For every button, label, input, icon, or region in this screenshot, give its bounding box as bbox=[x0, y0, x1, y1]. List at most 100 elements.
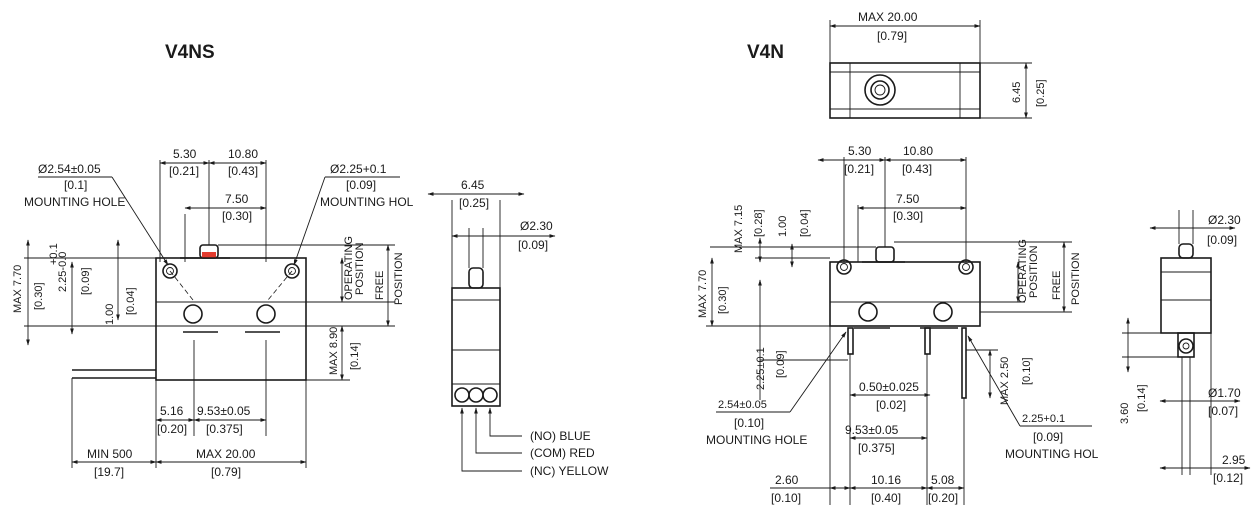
v4n-max250-mm: MAX 2.50 bbox=[999, 357, 1011, 405]
v4n-side-pin-mm: Ø2.30 bbox=[1208, 213, 1241, 227]
v4n-dims-left: MAX 7.15 [0.28] 1.00 [0.04] MAX 7.70 [0.… bbox=[697, 205, 876, 327]
v4ns-dims-left: MAX 7.70 [0.30] +0.1 2.25-0.0 [0.09] 1.0… bbox=[12, 239, 156, 346]
v4n-hole-right-dia: 2.25+0.1 bbox=[1022, 413, 1065, 425]
v4n-dim530-inch: [0.21] bbox=[844, 162, 874, 176]
v4ns-max890-mm: MAX 8.90 bbox=[328, 327, 340, 375]
v4n-free-2: POSITION bbox=[1070, 252, 1082, 305]
v4n-side-view: Ø2.30 [0.09] 3.60 [0.14] Ø1.70 [0.07] 2.… bbox=[1119, 210, 1251, 485]
v4n-dims-top: 5.30 [0.21] 10.80 [0.43] 7.50 [0.30] bbox=[817, 144, 967, 262]
v4n-front-view bbox=[829, 246, 981, 399]
v4n-side-pin-inch: [0.09] bbox=[1207, 233, 1237, 247]
title-v4ns: V4NS bbox=[165, 42, 215, 63]
v4ns-wire-nc: (NC) YELLOW bbox=[530, 464, 609, 478]
v4n-side-body bbox=[1160, 257, 1212, 334]
v4ns-dim-1080-inch: [0.43] bbox=[228, 164, 258, 178]
v4n-dim260-inch: [0.10] bbox=[771, 491, 801, 505]
v4ns-dim953-inch: [0.375] bbox=[206, 422, 243, 436]
v4ns-max770-inch: [0.30] bbox=[33, 282, 45, 310]
v4n-top-actuator bbox=[864, 74, 896, 106]
v4n-dim508-inch: [0.20] bbox=[928, 491, 958, 505]
v4ns-max2000-mm: MAX 20.00 bbox=[196, 447, 256, 461]
v4n-dim530-mm: 5.30 bbox=[848, 144, 872, 158]
v4ns-actuator-red-tip bbox=[202, 252, 216, 258]
v4n-top-view: MAX 20.00 [0.79] 6.45 [0.25] bbox=[829, 10, 1047, 119]
v4n-dim170-mm: Ø1.70 bbox=[1208, 386, 1241, 400]
v4n-hole-left-label: MOUNTING HOLE bbox=[706, 433, 807, 447]
v4ns-side-pin-inch: [0.09] bbox=[518, 238, 548, 252]
v4n-operating-2: POSITION bbox=[1028, 245, 1040, 298]
v4ns-hole-left bbox=[162, 263, 178, 279]
v4n-body-outline bbox=[829, 261, 981, 327]
v4ns-operating-2: POSITION bbox=[354, 242, 366, 295]
v4ns-max770-mm: MAX 7.70 bbox=[12, 265, 24, 313]
v4n-top-body bbox=[829, 62, 981, 119]
v4ns-dim-530-inch: [0.21] bbox=[169, 164, 199, 178]
v4n-dim953-inch: [0.375] bbox=[858, 441, 895, 455]
v4ns-wire-no: (NO) BLUE bbox=[530, 429, 591, 443]
v4n-max715-mm: MAX 7.15 bbox=[733, 205, 745, 253]
v4ns-dims-bottom: 5.16 [0.20] 9.53±0.05 [0.375] MIN 500 [1… bbox=[71, 340, 307, 479]
v4ns-hole-left-label: MOUNTING HOLE bbox=[24, 195, 125, 209]
v4ns-dim-1080-mm: 10.80 bbox=[228, 147, 258, 161]
v4n-top-height-inch: [0.25] bbox=[1035, 79, 1047, 107]
v4n-free-1: FREE bbox=[1051, 271, 1063, 300]
v4n-hole-left-dia: 2.54±0.05 bbox=[718, 399, 767, 411]
v4n-dims-right: OPERATING POSITION FREE POSITION bbox=[894, 239, 1082, 313]
v4n-dim295-inch: [0.12] bbox=[1213, 471, 1243, 485]
v4n-dim225-inch: [0.09] bbox=[775, 350, 787, 378]
v4ns-side-width-mm: 6.45 bbox=[461, 178, 485, 192]
v4ns-inch-009: [0.09] bbox=[80, 267, 92, 295]
v4n-max770-inch: [0.30] bbox=[717, 286, 729, 314]
title-v4n: V4N bbox=[747, 42, 784, 63]
v4n-dim170-inch: [0.07] bbox=[1208, 404, 1238, 418]
v4n-dim1080-inch: [0.43] bbox=[902, 162, 932, 176]
v4ns-dim-530-mm: 5.30 bbox=[173, 147, 197, 161]
v4ns-dim516-mm: 5.16 bbox=[160, 404, 184, 418]
v4ns-hole-left-inch: [0.1] bbox=[64, 178, 87, 192]
v4n-max770-mm: MAX 7.70 bbox=[697, 270, 709, 318]
v4ns-operating-1: OPERATING bbox=[343, 236, 355, 300]
v4ns-hole-right-dia: Ø2.25+0.1 bbox=[330, 162, 387, 176]
v4n-dim750-mm: 7.50 bbox=[896, 192, 920, 206]
v4n-operating-1: OPERATING bbox=[1017, 239, 1029, 303]
v4ns-tol-225: 2.25-0.0 bbox=[57, 252, 69, 292]
v4ns-hole-left-dia: Ø2.54±0.05 bbox=[38, 162, 101, 176]
v4ns-dim516-inch: [0.20] bbox=[157, 422, 187, 436]
v4ns-hole-right bbox=[284, 263, 300, 279]
v4ns-dims-right: OPERATING POSITION FREE POSITION MAX 8.9… bbox=[218, 236, 405, 381]
v4ns-dim-750-inch: [0.30] bbox=[222, 209, 252, 223]
v4n-dim1016-inch: [0.40] bbox=[871, 491, 901, 505]
v4ns-min500-inch: [19.7] bbox=[94, 465, 124, 479]
v4n-top-height-mm: 6.45 bbox=[1011, 82, 1023, 103]
v4n-dim260-mm: 2.60 bbox=[775, 473, 799, 487]
v4ns-dim-750-mm: 7.50 bbox=[225, 192, 249, 206]
v4ns-free-1: FREE bbox=[374, 271, 386, 300]
v4ns-dims-top: 5.30 [0.21] 10.80 [0.43] 7.50 [0.30] Ø2.… bbox=[24, 147, 414, 266]
v4n-hole-left-inch: [0.10] bbox=[734, 416, 764, 430]
v4ns-hole-right-label: MOUNTING HOL bbox=[320, 195, 414, 209]
v4ns-side-pin-mm: Ø2.30 bbox=[520, 219, 553, 233]
v4ns-body-outline bbox=[155, 257, 307, 381]
v4n-dim100-inch: [0.04] bbox=[799, 209, 811, 237]
v4n-max250-inch: [0.10] bbox=[1021, 357, 1033, 385]
v4n-dims-bottom: 2.25±0.1 [0.09] 0.50±0.025 [0.02] MAX 2.… bbox=[706, 279, 1099, 505]
v4n-dim508-mm: 5.08 bbox=[931, 473, 955, 487]
v4n-top-max-mm: MAX 20.00 bbox=[858, 10, 918, 24]
v4ns-max2000-inch: [0.79] bbox=[211, 465, 241, 479]
v4n-hole-right-inch: [0.09] bbox=[1033, 430, 1063, 444]
v4n-dim1016-mm: 10.16 bbox=[871, 473, 901, 487]
v4n-dim225-mm: 2.25±0.1 bbox=[755, 347, 767, 390]
v4ns-tol-plus: +0.1 bbox=[48, 243, 60, 265]
v4ns-hole-right-inch: [0.09] bbox=[346, 178, 376, 192]
v4n-dim360-mm: 3.60 bbox=[1119, 403, 1131, 424]
v4n-dim050-inch: [0.02] bbox=[876, 398, 906, 412]
v4n-dim295-mm: 2.95 bbox=[1222, 453, 1246, 467]
v4n-dim750-inch: [0.30] bbox=[893, 209, 923, 223]
v4ns-side-view: 6.45 [0.25] Ø2.30 [0.09] (NO) BLUE (COM)… bbox=[427, 178, 609, 478]
v4ns-wire-com: (COM) RED bbox=[530, 446, 595, 460]
v4n-top-max-inch: [0.79] bbox=[877, 29, 907, 43]
v4ns-dim100-inch: [0.04] bbox=[125, 287, 137, 315]
v4ns-min500-mm: MIN 500 bbox=[87, 447, 133, 461]
v4ns-side-width-inch: [0.25] bbox=[459, 196, 489, 210]
